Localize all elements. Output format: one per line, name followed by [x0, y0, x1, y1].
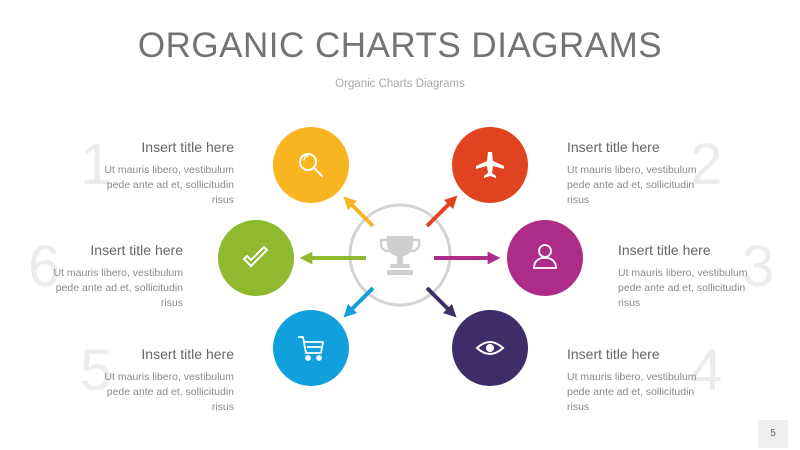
item-body: Ut mauris libero, vestibulum pede ante a… [104, 371, 234, 413]
item-number: 3 [742, 234, 775, 299]
slide-subtitle: Organic Charts Diagrams [335, 78, 465, 90]
slide-title: ORGANIC CHARTS DIAGRAMS [137, 26, 663, 65]
item-body: Ut mauris libero, vestibulum pede ante a… [53, 267, 183, 309]
item-number: 6 [28, 234, 61, 299]
node-circle-5 [273, 310, 349, 386]
item-title: Insert title here [567, 139, 660, 155]
item-number: 1 [80, 132, 113, 197]
item-body: Ut mauris libero, vestibulum pede ante a… [567, 371, 697, 413]
item-body: Ut mauris libero, vestibulum pede ante a… [567, 164, 697, 206]
airplane-icon [476, 152, 504, 178]
item-title: Insert title here [90, 242, 183, 258]
search-icon [299, 153, 323, 177]
user-icon [533, 244, 557, 269]
shopping-cart-icon [298, 336, 324, 361]
item-title: Insert title here [141, 346, 234, 362]
center-ring [348, 203, 452, 307]
item-number: 5 [80, 338, 113, 403]
item-number: 2 [690, 132, 723, 197]
arrow-to-2 [425, 195, 458, 228]
item-body: Ut mauris libero, vestibulum pede ante a… [618, 267, 748, 309]
node-circle-1 [273, 127, 349, 203]
item-title: Insert title here [567, 346, 660, 362]
item-title: Insert title here [141, 139, 234, 155]
arrow-to-4 [425, 286, 457, 318]
node-circle-6 [218, 220, 294, 296]
arrow-to-5 [343, 286, 375, 318]
trophy-icon [379, 236, 421, 275]
item-title: Insert title here [618, 242, 711, 258]
item-body: Ut mauris libero, vestibulum pede ante a… [104, 164, 234, 206]
item-number: 4 [690, 338, 723, 403]
checkmark-icon [242, 245, 269, 268]
page-number: 5 [758, 420, 788, 448]
arrow-to-1 [343, 196, 375, 228]
eye-icon [475, 341, 505, 355]
